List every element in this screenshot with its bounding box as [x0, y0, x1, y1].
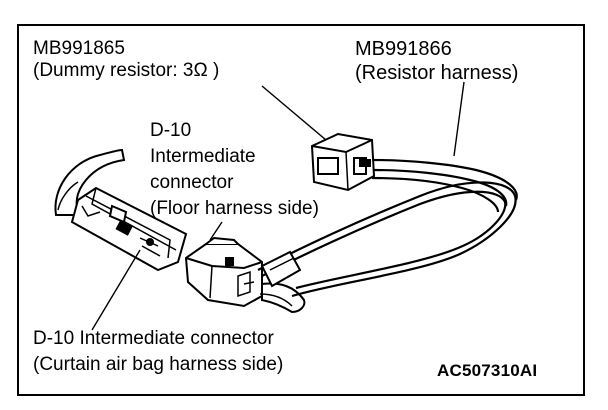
leader-d10-floor	[209, 221, 223, 241]
figure-frame	[17, 24, 585, 396]
d10-floor-label-line2: Intermediate	[150, 146, 256, 167]
resistor-harness-plug	[260, 250, 302, 288]
d10-floor-label-line1: D-10	[150, 120, 192, 141]
d10-floor-label-line3: connector	[150, 172, 234, 193]
leader-mb991865	[261, 85, 327, 141]
floor-harness-cable	[259, 282, 306, 314]
dummy-resistor-block	[310, 132, 376, 192]
leader-mb991866	[453, 81, 465, 157]
mb991866-desc-label: (Resistor harness)	[355, 62, 519, 84]
resistor-harness-wires	[257, 158, 518, 298]
figure-code: AC507310AI	[437, 361, 538, 380]
mb991865-desc-label: (Dummy resistor: 3Ω )	[33, 60, 220, 81]
curtain-side-connector	[70, 186, 188, 272]
floor-side-connector	[184, 236, 263, 308]
mb991866-part-label: MB991866	[355, 38, 452, 60]
mb991865-part-label: MB991865	[33, 38, 125, 59]
leader-d10-curtain	[91, 249, 141, 331]
d10-curtain-label-line1: D-10 Intermediate connector	[33, 328, 274, 349]
d10-curtain-label-line2: (Curtain air bag harness side)	[33, 354, 284, 375]
leader-lines	[91, 81, 465, 331]
d10-floor-label-line4: (Floor harness side)	[150, 198, 319, 219]
curtain-harness-cable	[54, 148, 126, 216]
